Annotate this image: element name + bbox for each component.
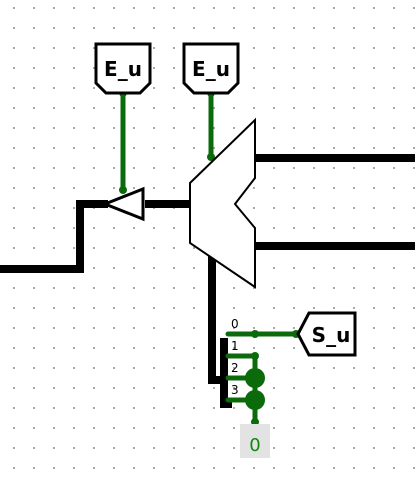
junction-dot (251, 352, 259, 360)
splitter-bit-label: 0 (231, 317, 239, 331)
splitter-bit-label: 1 (231, 339, 239, 353)
controlled-buffer[interactable] (100, 186, 145, 222)
junction-dot (207, 153, 215, 161)
input-pin-shape (182, 42, 240, 95)
constant-box (240, 424, 270, 458)
junction-dot-large (245, 368, 265, 388)
splitter-bit-label: 2 (231, 361, 239, 375)
junction-dot (119, 186, 127, 194)
output-pin-label: S_u (312, 323, 351, 347)
splitter-spine (220, 338, 232, 408)
output-pin-s-u[interactable]: S_u (296, 311, 357, 357)
input-pin-label: E_u (192, 57, 230, 81)
constant-zero[interactable]: 0 (240, 424, 270, 458)
output-pin-shape (296, 311, 357, 357)
junction-dot-large (245, 390, 265, 410)
input-pin-label: E_u (104, 57, 142, 81)
demultiplexer[interactable] (189, 117, 256, 289)
constant-value: 0 (249, 435, 260, 456)
buffer-triangle (100, 186, 145, 222)
junction-dot (251, 330, 259, 338)
input-pin-e-u-2[interactable]: E_u (182, 42, 240, 95)
bus-wire-left (0, 200, 108, 273)
input-pin-e-u-1[interactable]: E_u (94, 42, 152, 95)
bus-wires (0, 154, 415, 408)
splitter-labels: 0 1 2 3 (231, 317, 239, 397)
input-pin-shape (94, 42, 152, 95)
splitter-bit-label: 3 (231, 383, 239, 397)
demux-body (189, 117, 256, 289)
